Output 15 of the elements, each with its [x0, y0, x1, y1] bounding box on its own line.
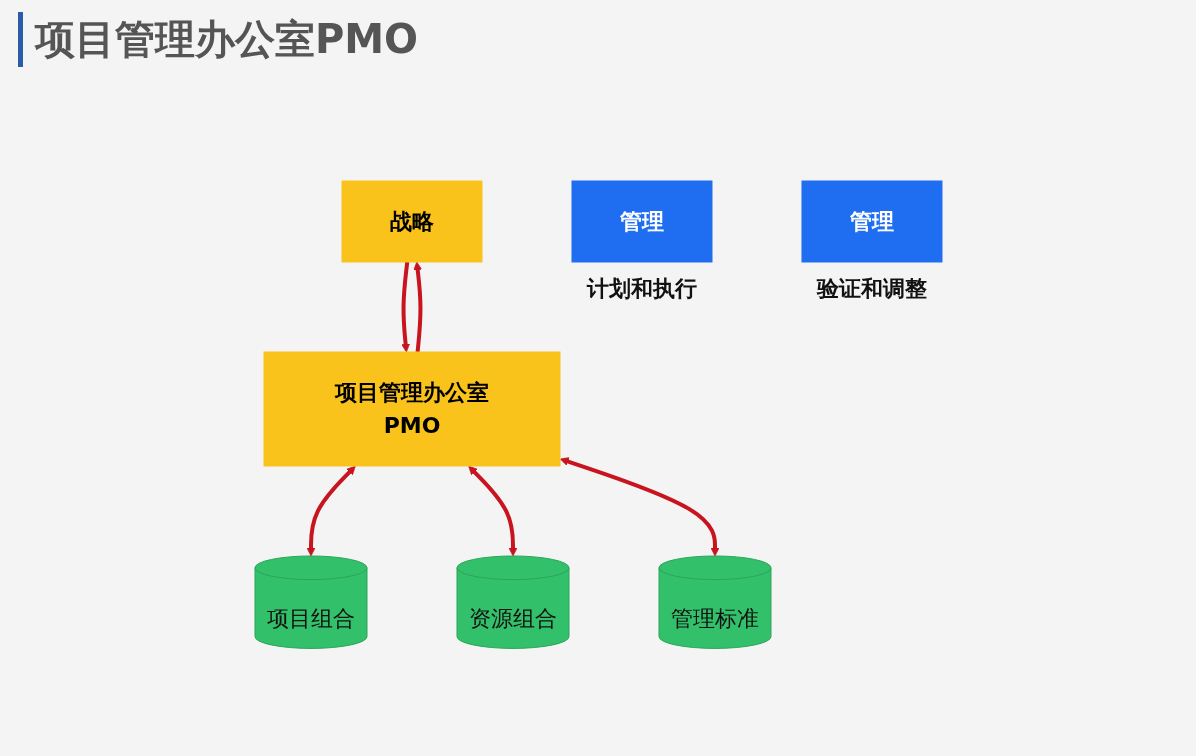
process-box: 战略 — [341, 180, 482, 263]
arrow — [467, 466, 517, 557]
node-caption: 验证和调整 — [816, 276, 927, 302]
node-caption: 计划和执行 — [586, 276, 697, 302]
arrow — [559, 457, 719, 557]
process-box: 管理 — [571, 180, 712, 263]
arrow — [306, 466, 356, 557]
arrow — [400, 262, 410, 353]
process-box: 管理 — [801, 180, 942, 263]
title: 项目管理办公室PMO — [18, 12, 419, 67]
process-box: 项目管理办公室PMO — [263, 351, 560, 467]
database-cylinder: 资源组合 — [456, 555, 569, 650]
database-cylinder: 管理标准 — [658, 555, 771, 650]
database-cylinder: 项目组合 — [254, 555, 367, 650]
arrow — [412, 261, 422, 353]
